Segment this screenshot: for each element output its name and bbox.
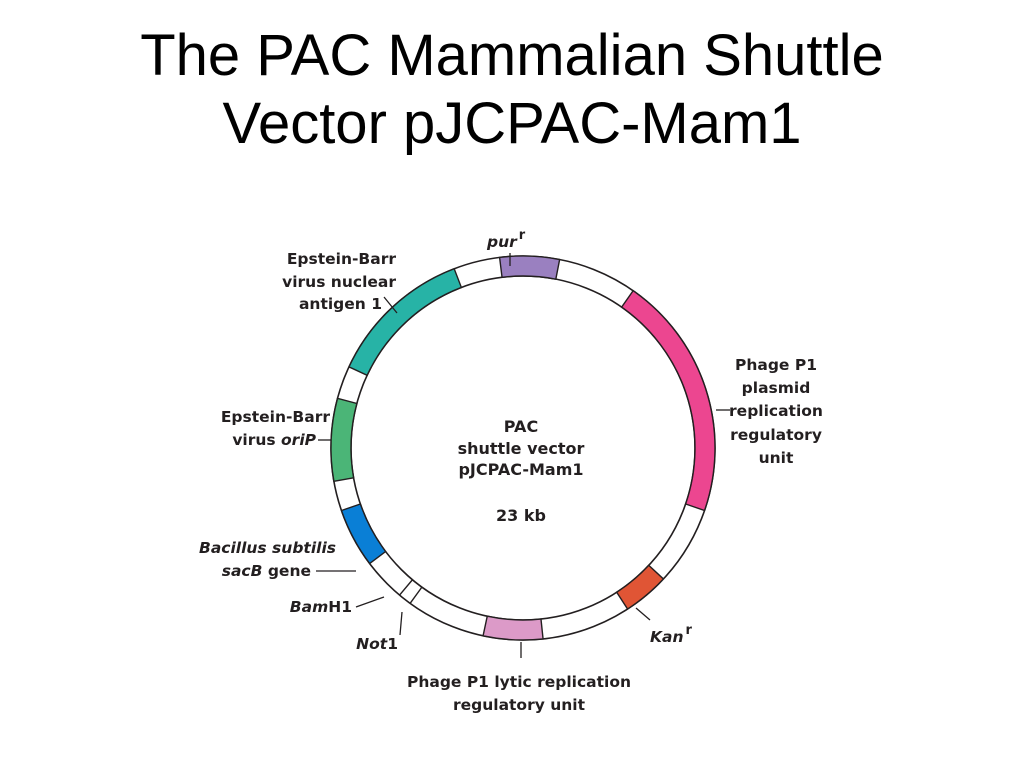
center-size: 23 kb	[496, 506, 546, 525]
kan-leader	[635, 607, 651, 621]
center-label: PAC shuttle vector pJCPAC-Mam1 23 kb	[458, 417, 585, 525]
orip-label: Epstein-Barr virus oriP	[221, 408, 331, 449]
lytic-label: Phage P1 lytic replication regulatory un…	[407, 673, 631, 714]
ebna-leader	[383, 296, 398, 314]
bamh1-leader	[355, 596, 385, 608]
svg-text:antigen 1: antigen 1	[299, 295, 382, 313]
p1-plasmid-label: Phage P1 plasmid replication regulatory …	[729, 356, 823, 467]
leader-lines	[316, 253, 730, 658]
pur-segment	[498, 255, 561, 280]
not1-label: Not1	[356, 635, 398, 653]
title-line-2: Vector pJCPAC-Mam1	[222, 91, 802, 156]
orip-segment	[330, 397, 358, 483]
title-line-1: The PAC Mammalian Shuttle	[140, 23, 884, 88]
svg-text:Bacillus subtilis: Bacillus subtilis	[199, 539, 336, 557]
slide-title: The PAC Mammalian Shuttle Vector pJCPAC-…	[0, 22, 1024, 158]
svg-text:virus oriP: virus oriP	[232, 431, 316, 449]
not1-site	[409, 586, 423, 604]
svg-text:Epstein-Barr: Epstein-Barr	[221, 408, 331, 426]
ebna-label: Epstein-Barr virus nuclear antigen 1	[282, 250, 396, 313]
restriction-sites	[399, 579, 423, 604]
svg-text:virus nuclear: virus nuclear	[282, 273, 396, 291]
svg-text:unit: unit	[759, 449, 794, 467]
svg-text:plasmid: plasmid	[742, 379, 811, 397]
svg-text:sacB gene: sacB gene	[222, 562, 311, 580]
bamh1-label: BamH1	[290, 598, 352, 616]
ebna-segment	[348, 267, 463, 377]
svg-text:regulatory: regulatory	[730, 426, 822, 444]
p1-plasmid-segment	[620, 289, 716, 512]
svg-text:replication: replication	[729, 402, 823, 420]
center-line-3: pJCPAC-Mam1	[458, 460, 583, 479]
center-line-2: shuttle vector	[458, 439, 585, 458]
kan-segment	[615, 564, 665, 610]
svg-text:Epstein-Barr: Epstein-Barr	[287, 250, 397, 268]
not1-leader	[399, 611, 403, 636]
feature-segments	[330, 255, 716, 641]
center-line-1: PAC	[504, 417, 538, 436]
svg-text:regulatory unit: regulatory unit	[453, 696, 586, 714]
bamh1-site	[399, 579, 413, 596]
bacillus-sacb-segment	[340, 503, 387, 565]
lytic-segment	[482, 615, 544, 641]
sacb-label: Bacillus subtilis sacB gene	[199, 539, 336, 580]
svg-text:Phage P1: Phage P1	[735, 356, 817, 374]
svg-text:Phage P1 lytic replication: Phage P1 lytic replication	[407, 673, 631, 691]
